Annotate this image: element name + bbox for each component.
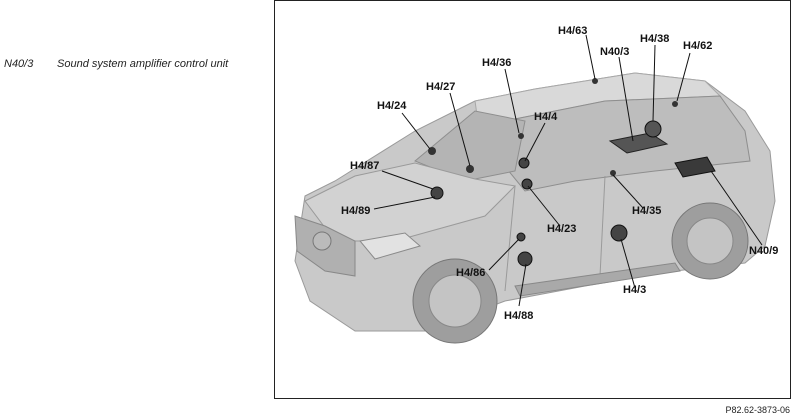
callout-h4-24: H4/24	[377, 100, 407, 112]
leader-lines	[373, 34, 763, 307]
callout-h4-23: H4/23	[547, 223, 576, 235]
legend-code: N40/3	[4, 58, 34, 70]
callout-h4-36: H4/36	[482, 57, 511, 69]
callout-n40-3: N40/3	[600, 46, 629, 58]
callout-h4-88: H4/88	[504, 310, 533, 322]
callout-h4-27: H4/27	[426, 81, 455, 93]
callout-h4-35: H4/35	[632, 205, 661, 217]
figure-reference: P82.62-3873-06	[725, 405, 790, 415]
vehicle-illustration: H4/63 H4/38 N40/3 H4/62 H4/36 H4/27 H4/2…	[294, 25, 778, 344]
callout-h4-38: H4/38	[640, 33, 669, 45]
callout-h4-87: H4/87	[350, 160, 379, 172]
diagram-frame: H4/63 H4/38 N40/3 H4/62 H4/36 H4/27 H4/2…	[274, 0, 791, 399]
callout-h4-3: H4/3	[623, 284, 646, 296]
callout-h4-62: H4/62	[683, 40, 712, 52]
callout-h4-86: H4/86	[456, 267, 485, 279]
callout-h4-89: H4/89	[341, 205, 370, 217]
callout-n40-9: N40/9	[749, 245, 778, 257]
legend-description: Sound system amplifier control unit	[57, 58, 229, 70]
callout-h4-63: H4/63	[558, 25, 587, 37]
callout-h4-4: H4/4	[534, 111, 558, 123]
